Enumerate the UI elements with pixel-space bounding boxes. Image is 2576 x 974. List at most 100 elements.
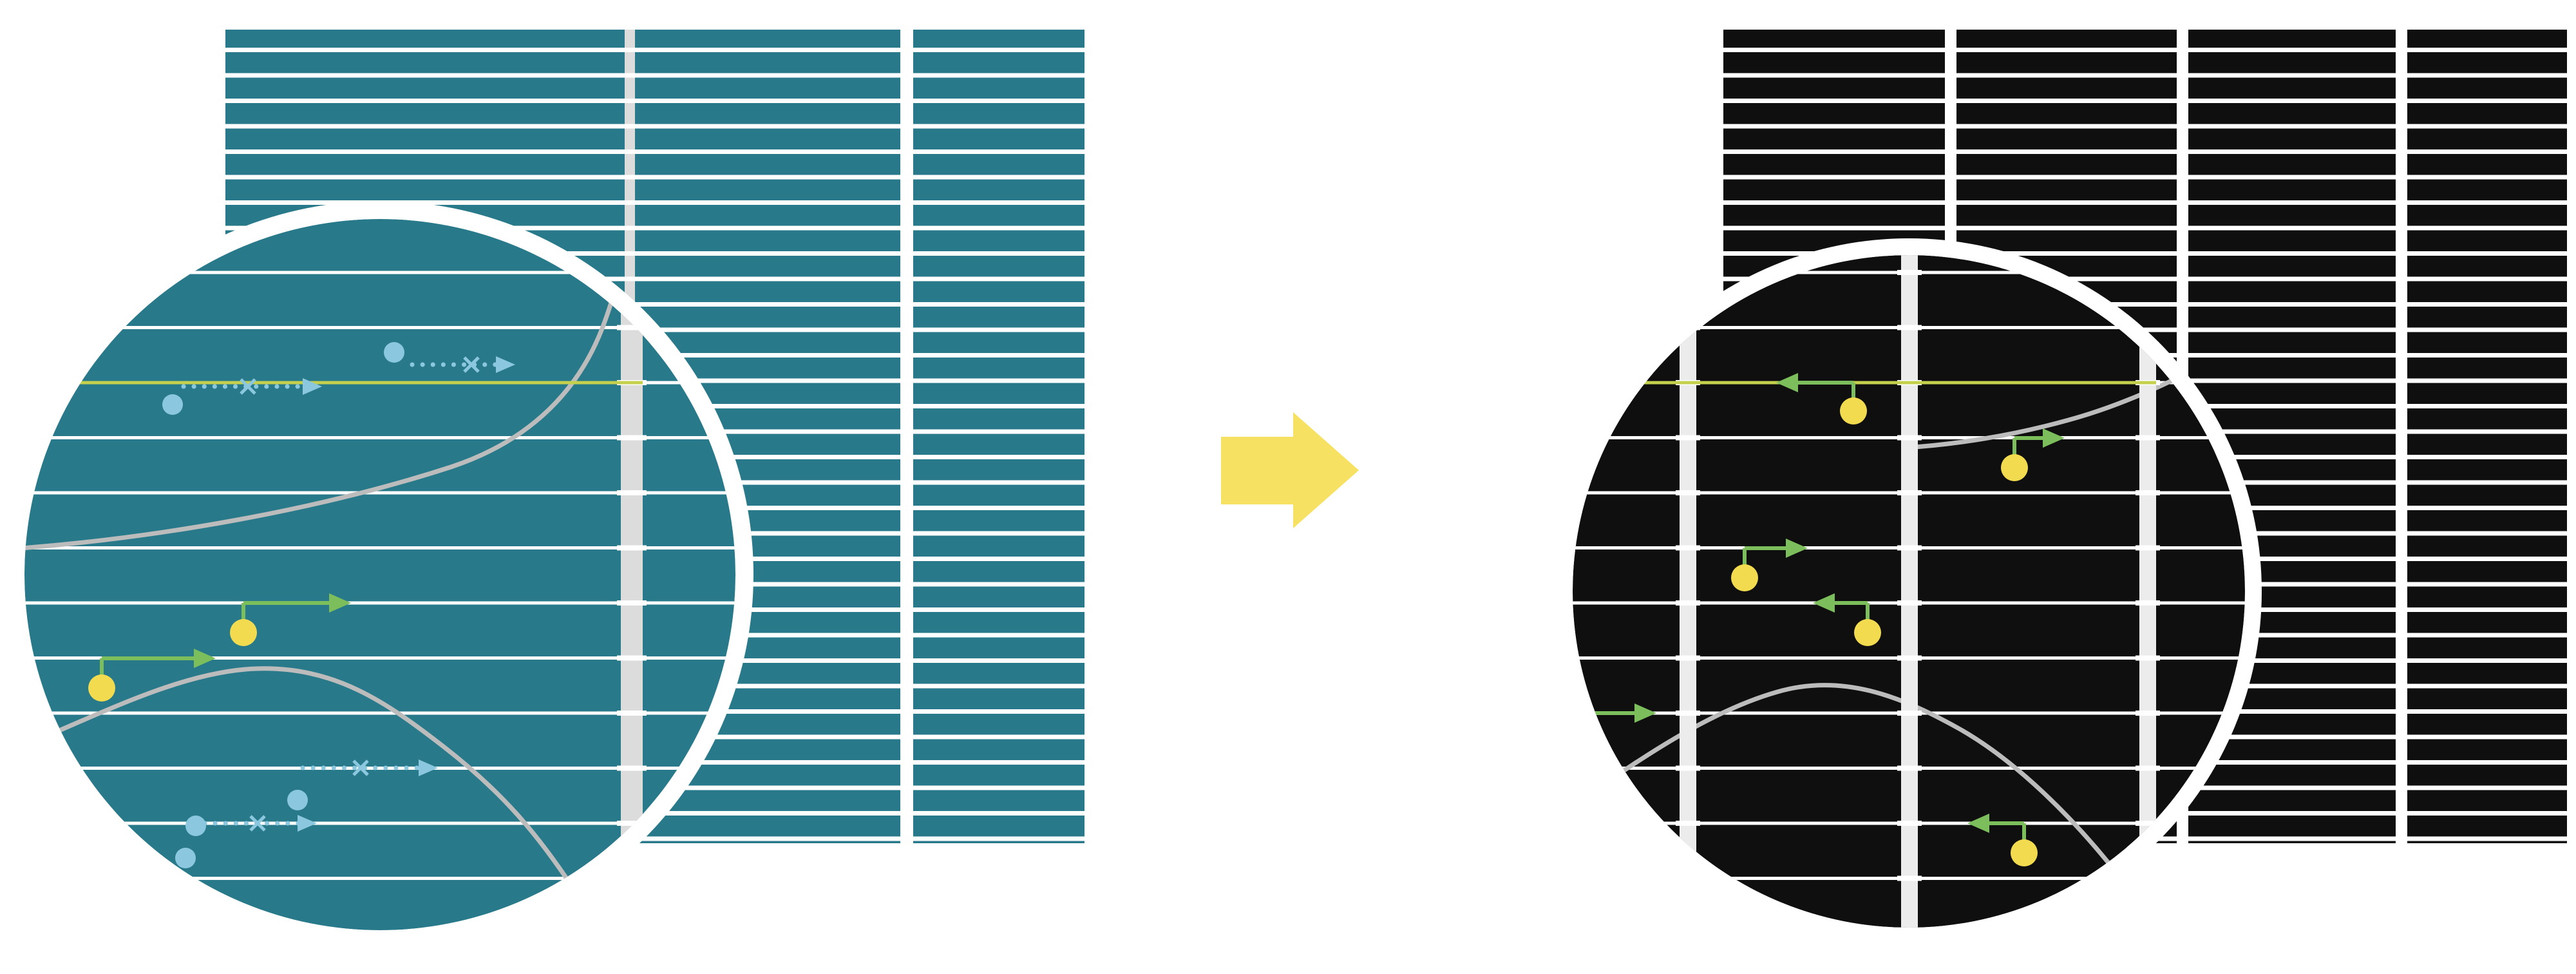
electron-dot <box>185 816 206 836</box>
busbar <box>1680 255 1696 928</box>
finger-line <box>2407 531 2567 536</box>
finger-line <box>2188 378 2396 383</box>
electron-dot <box>287 790 308 810</box>
electron-dot <box>175 848 196 868</box>
finger-line <box>2188 480 2396 485</box>
finger-line <box>2188 506 2396 510</box>
finger-line <box>2188 251 2396 256</box>
finger-line <box>2407 683 2567 689</box>
finger-line <box>225 99 900 103</box>
busbar-tick <box>617 600 647 606</box>
finger-line <box>2188 404 2396 408</box>
busbar-tick <box>1897 711 1922 716</box>
finger-line <box>2407 225 2567 231</box>
electron-dot <box>162 394 183 415</box>
arrowhead <box>1786 539 1808 558</box>
arrowhead <box>194 649 216 668</box>
busbar-tick <box>1897 875 1922 881</box>
busbar-tick <box>1897 490 1922 495</box>
finger-line <box>913 251 1084 256</box>
collected-carrier <box>1967 814 2038 866</box>
finger-line <box>913 582 1084 587</box>
finger-line <box>225 175 900 180</box>
busbar-tick <box>1676 545 1700 551</box>
finger-line <box>913 225 1084 231</box>
busbar-tick <box>617 655 647 661</box>
finger-line <box>1723 48 1945 52</box>
finger-line <box>913 811 1084 816</box>
arrowhead <box>2043 428 2065 448</box>
finger-line <box>1956 251 2177 256</box>
finger-line <box>1956 48 2177 52</box>
finger-line <box>24 326 735 329</box>
hole-dot <box>230 619 257 646</box>
finger-line <box>2407 48 2567 52</box>
finger-line <box>913 734 1084 740</box>
busbar-tick <box>2136 490 2160 495</box>
collected-carrier <box>88 649 216 702</box>
left-magnified-inset <box>6 201 753 948</box>
collected-carrier <box>1731 539 1808 591</box>
busbar-tick <box>2136 655 2160 661</box>
finger-line <box>24 767 735 770</box>
finger-line <box>1723 124 1945 129</box>
finger-line <box>2407 302 2567 307</box>
finger-line <box>2188 48 2396 52</box>
finger-line <box>1723 149 1945 154</box>
left-magnified-inset-background <box>24 219 735 930</box>
finger-line <box>2407 149 2567 154</box>
transform-arrow <box>1221 412 1359 528</box>
finger-line <box>24 877 735 880</box>
finger-line <box>1956 149 2177 154</box>
busbar-tick <box>1676 655 1700 661</box>
busbar-tick <box>1897 655 1922 661</box>
recombination-cross <box>249 815 266 832</box>
busbar-tick <box>617 875 647 881</box>
finger-line <box>2188 99 2396 103</box>
finger-line <box>2407 455 2567 459</box>
hole-dot <box>2001 454 2028 481</box>
finger-line <box>2188 531 2396 536</box>
busbar-tick <box>1897 270 1922 275</box>
blocked-carrier <box>384 342 515 373</box>
finger-line <box>2407 709 2567 714</box>
finger-line <box>2188 836 2396 841</box>
finger-line <box>913 327 1084 332</box>
finger-line <box>24 711 735 715</box>
finger-line <box>2188 633 2396 638</box>
finger-line <box>2407 251 2567 256</box>
finger-line <box>2407 200 2567 205</box>
finger-line <box>2407 582 2567 587</box>
finger-line <box>2407 124 2567 129</box>
busbar-tick <box>617 490 647 495</box>
blocked-carrier <box>162 378 322 415</box>
finger-line <box>1956 225 2177 231</box>
finger-line <box>913 200 1084 205</box>
busbar-tick <box>1676 711 1700 716</box>
finger-line <box>1956 175 2177 180</box>
busbar-tick <box>617 325 647 330</box>
finger-line <box>1956 200 2177 205</box>
finger-line <box>913 99 1084 103</box>
finger-line <box>2188 200 2396 205</box>
finger-line <box>2407 607 2567 612</box>
finger-line <box>2188 302 2396 307</box>
finger-line <box>2407 506 2567 510</box>
finger-line <box>2407 785 2567 790</box>
finger-line <box>2407 836 2567 841</box>
busbar-tick <box>1676 821 1700 826</box>
busbar-tick <box>1676 490 1700 495</box>
finger-line <box>2407 99 2567 103</box>
busbar-tick <box>2136 711 2160 716</box>
finger-line <box>2188 709 2396 714</box>
busbar-tick <box>617 711 647 716</box>
collected-carrier <box>230 593 351 646</box>
arrowhead <box>329 593 351 613</box>
recombination-cross <box>463 356 480 373</box>
finger-line <box>913 506 1084 510</box>
finger-line <box>913 683 1084 689</box>
finger-line <box>913 149 1084 154</box>
finger-line <box>2188 455 2396 459</box>
busbar-tick <box>1897 325 1922 330</box>
